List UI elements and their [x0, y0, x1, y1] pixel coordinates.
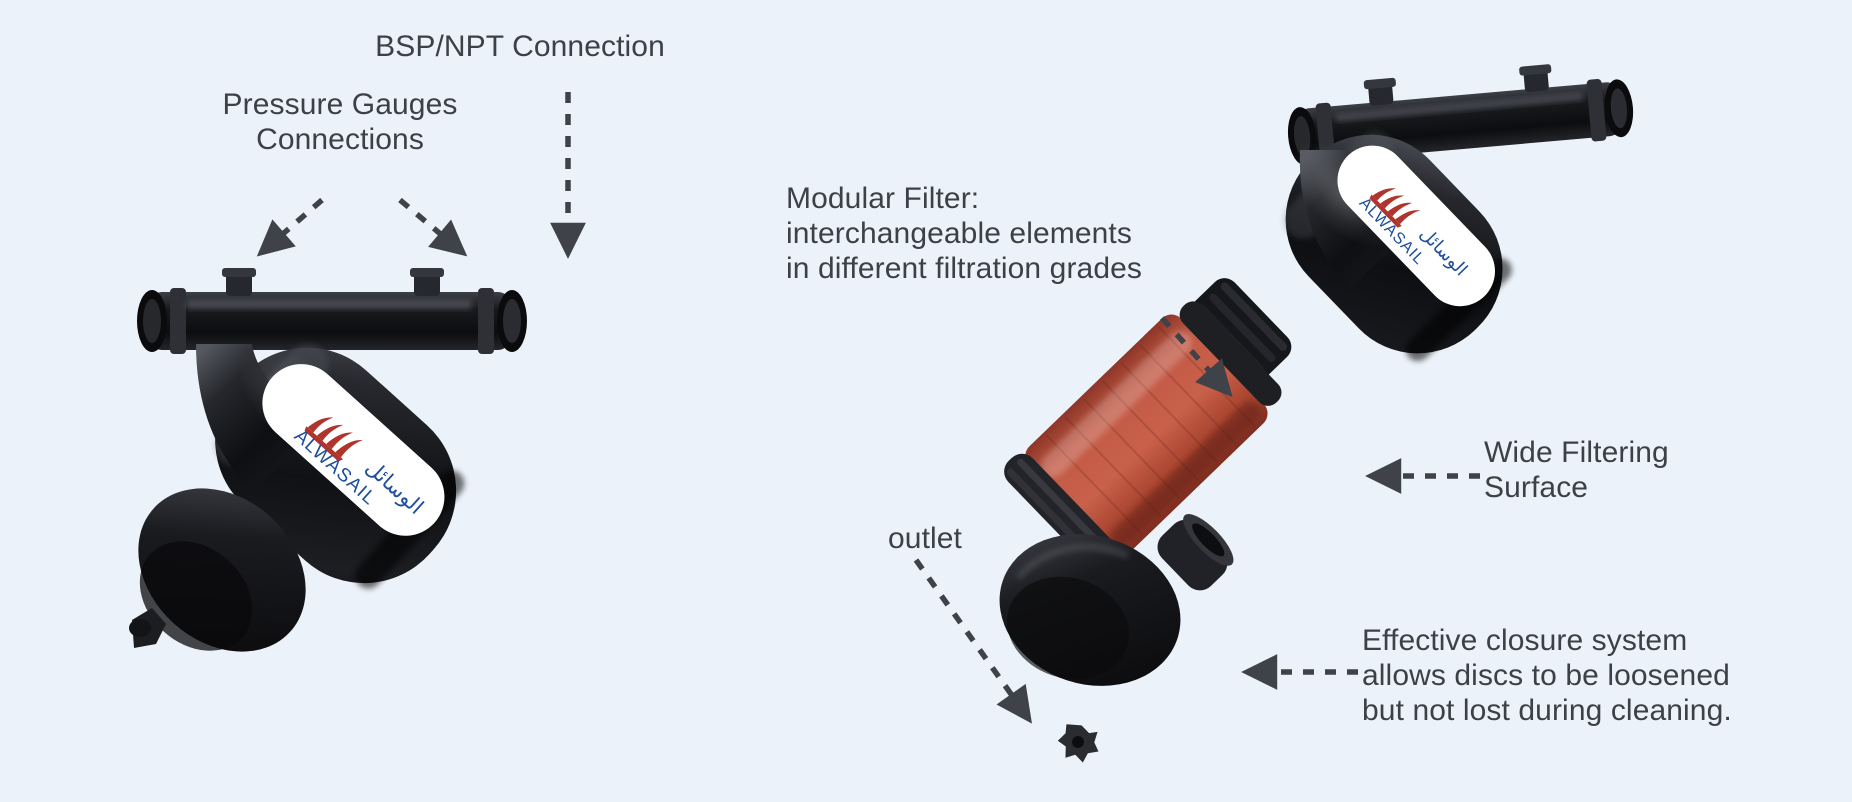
label-effective-closure-system: Effective closure system allows discs to…: [1362, 624, 1732, 727]
alwasail-logo-mark-2: [1369, 188, 1421, 228]
exploded-filter-unit: الوسائل ALWASAIL: [999, 64, 1634, 763]
header-pipe-assembled: [137, 268, 527, 354]
brand-label-assembled: [262, 364, 445, 536]
alwasail-logo-mark: [304, 417, 363, 462]
pressure-gauge-boss-left: [222, 268, 256, 296]
callout-arrows: [256, 92, 1480, 724]
label-modular-filter: Modular Filter: interchangeable elements…: [786, 182, 1142, 285]
outlet-plug-piece: [1057, 724, 1099, 763]
arrow-pressure-gauge-left: [256, 197, 324, 257]
arrow-outlet: [913, 558, 1032, 724]
pressure-gauge-boss-right: [410, 268, 444, 296]
filter-neck-assembled: [196, 344, 320, 492]
bottom-closure-assembled: [129, 488, 306, 652]
arrow-modular-filter: [1159, 316, 1233, 398]
label-wide-filtering-surface: Wide Filtering Surface: [1484, 436, 1669, 504]
brand-label-exploded: [1337, 145, 1495, 307]
label-bsp-npt-connection: BSP/NPT Connection: [375, 30, 665, 63]
label-outlet: outlet: [888, 522, 962, 555]
closure-cap-exploded: [999, 514, 1234, 686]
assembled-filter-unit: الوسائل ALWASAIL: [129, 268, 527, 652]
label-pressure-gauges-connections: Pressure Gauges Connections: [222, 88, 458, 156]
arrow-pressure-gauge-right: [398, 197, 468, 257]
